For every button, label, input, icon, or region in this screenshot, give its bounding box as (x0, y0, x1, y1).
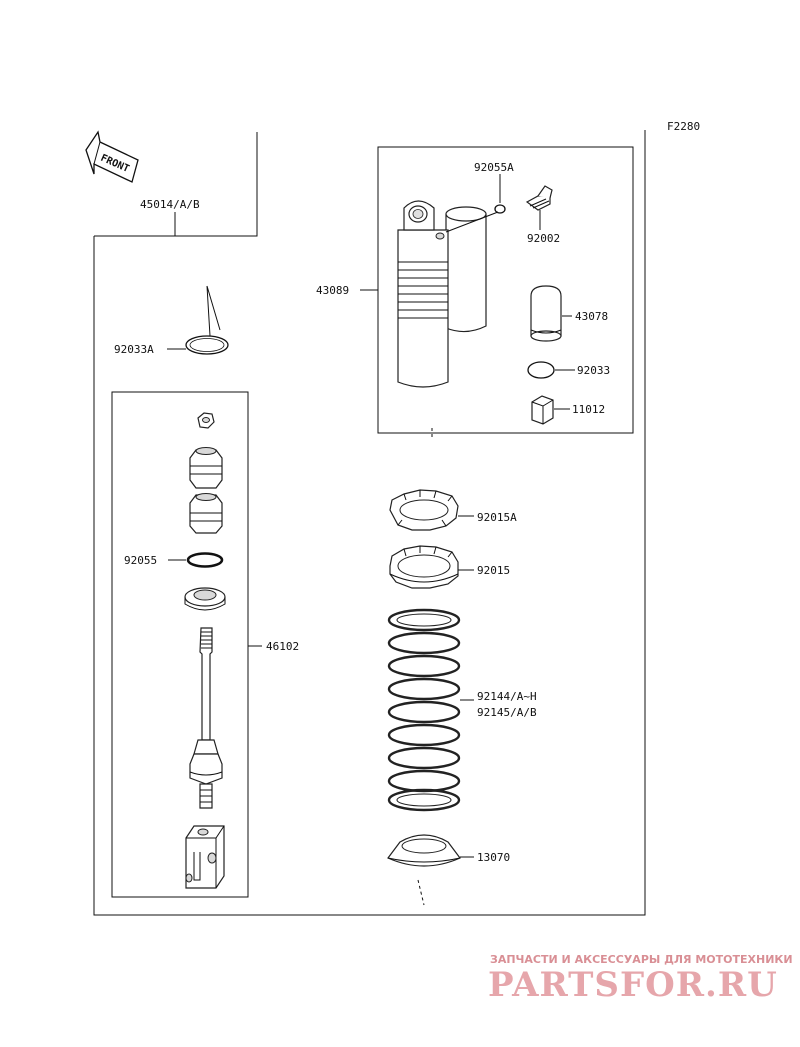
label-ring-cap: 92055A (474, 161, 514, 174)
rod-nut (197, 412, 215, 429)
figure-code: F2280 (667, 120, 700, 133)
label-damper-unit: 43089 (316, 284, 349, 297)
damper-rod (189, 627, 223, 809)
label-valve-bolt: 92002 (527, 232, 560, 245)
rod-inset-box (111, 391, 249, 898)
locknut-92015a (389, 489, 459, 531)
front-arrow-icon: FRONT (85, 130, 139, 183)
label-oring: 92055 (124, 554, 157, 567)
label-locknut-a: 92015A (477, 511, 517, 524)
label-ring-top: 92033A (114, 343, 154, 356)
label-ring-small: 92033 (577, 364, 610, 377)
label-nut: 11012 (572, 403, 605, 416)
ring-92033a (167, 285, 229, 355)
valve-bolt-92002 (525, 185, 553, 211)
nut-11012 (531, 395, 554, 425)
center-line-bottom (417, 879, 425, 906)
label-spring-guide: 13070 (477, 851, 510, 864)
bump-rubber-lower (189, 493, 223, 534)
bump-rubber-upper (189, 447, 223, 489)
locknut-92015 (389, 545, 459, 589)
label-spring-2: 92145/A/B (477, 706, 537, 719)
ring-92055a (494, 204, 506, 214)
watermark-tagline: ЗАПЧАСТИ И АКСЕССУАРЫ ДЛЯ МОТОТЕХНИКИ (490, 953, 793, 966)
label-cap: 43078 (575, 310, 608, 323)
label-locknut: 92015 (477, 564, 510, 577)
damper-body (397, 200, 499, 388)
spring-guide-13070 (387, 834, 461, 867)
spring (387, 608, 461, 812)
outer-frame (93, 130, 646, 916)
seal-cap (184, 587, 226, 611)
watermark-brand: PARTSFOR.RU (488, 965, 778, 1005)
cap-43078 (530, 285, 562, 342)
ring-92033 (527, 361, 555, 379)
label-rod-assy: 46102 (266, 640, 299, 653)
label-spring-1: 92144/A~H (477, 690, 537, 703)
oring-92055 (186, 552, 224, 568)
rod-clevis (185, 825, 225, 889)
label-assy: 45014/A/B (140, 198, 200, 211)
